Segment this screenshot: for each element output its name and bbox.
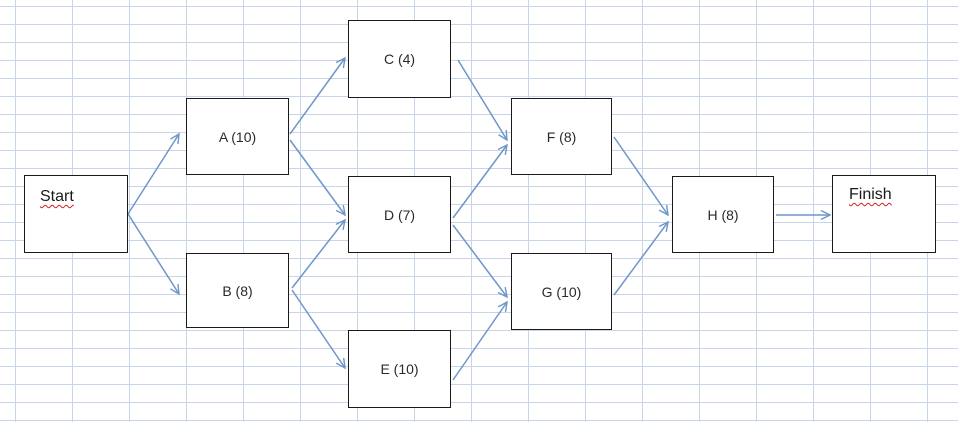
node-label-b: B (8): [222, 282, 253, 299]
node-h: H (8): [672, 176, 774, 253]
node-start: Start: [24, 175, 128, 253]
node-g: G (10): [511, 253, 612, 330]
node-f: F (8): [511, 98, 612, 175]
node-label-e: E (10): [380, 361, 419, 377]
node-label-d: D (7): [383, 206, 416, 223]
node-d: D (7): [348, 176, 451, 253]
node-label-h: H (8): [707, 206, 739, 223]
node-label-a: A (10): [218, 128, 257, 145]
node-label-c: C (4): [383, 51, 416, 67]
node-label-f: F (8): [546, 128, 577, 145]
arrow-f-to-h: [613, 136, 669, 217]
node-b: B (8): [186, 253, 289, 328]
arrow-g-to-h: [613, 220, 669, 296]
node-a: A (10): [186, 98, 289, 175]
arrow-b-to-d: [291, 218, 346, 289]
arrow-c-to-f: [457, 59, 508, 142]
arrow-e-to-g: [452, 300, 508, 381]
arrow-d-to-f: [452, 143, 508, 219]
node-c: C (4): [348, 20, 451, 98]
node-label-finish: Finish: [849, 186, 892, 203]
arrow-b-to-e: [291, 289, 346, 370]
arrow-start-to-a: [127, 132, 180, 215]
arrow-d-to-g: [452, 224, 508, 299]
arrow-a-to-c: [289, 56, 346, 135]
node-label-start: Start: [40, 188, 74, 205]
edge-group: [127, 56, 832, 381]
arrow-a-to-d: [289, 139, 346, 217]
node-e: E (10): [348, 330, 451, 408]
arrow-start-to-b: [127, 213, 180, 296]
node-label-g: G (10): [541, 283, 582, 300]
node-finish: Finish: [832, 175, 936, 253]
